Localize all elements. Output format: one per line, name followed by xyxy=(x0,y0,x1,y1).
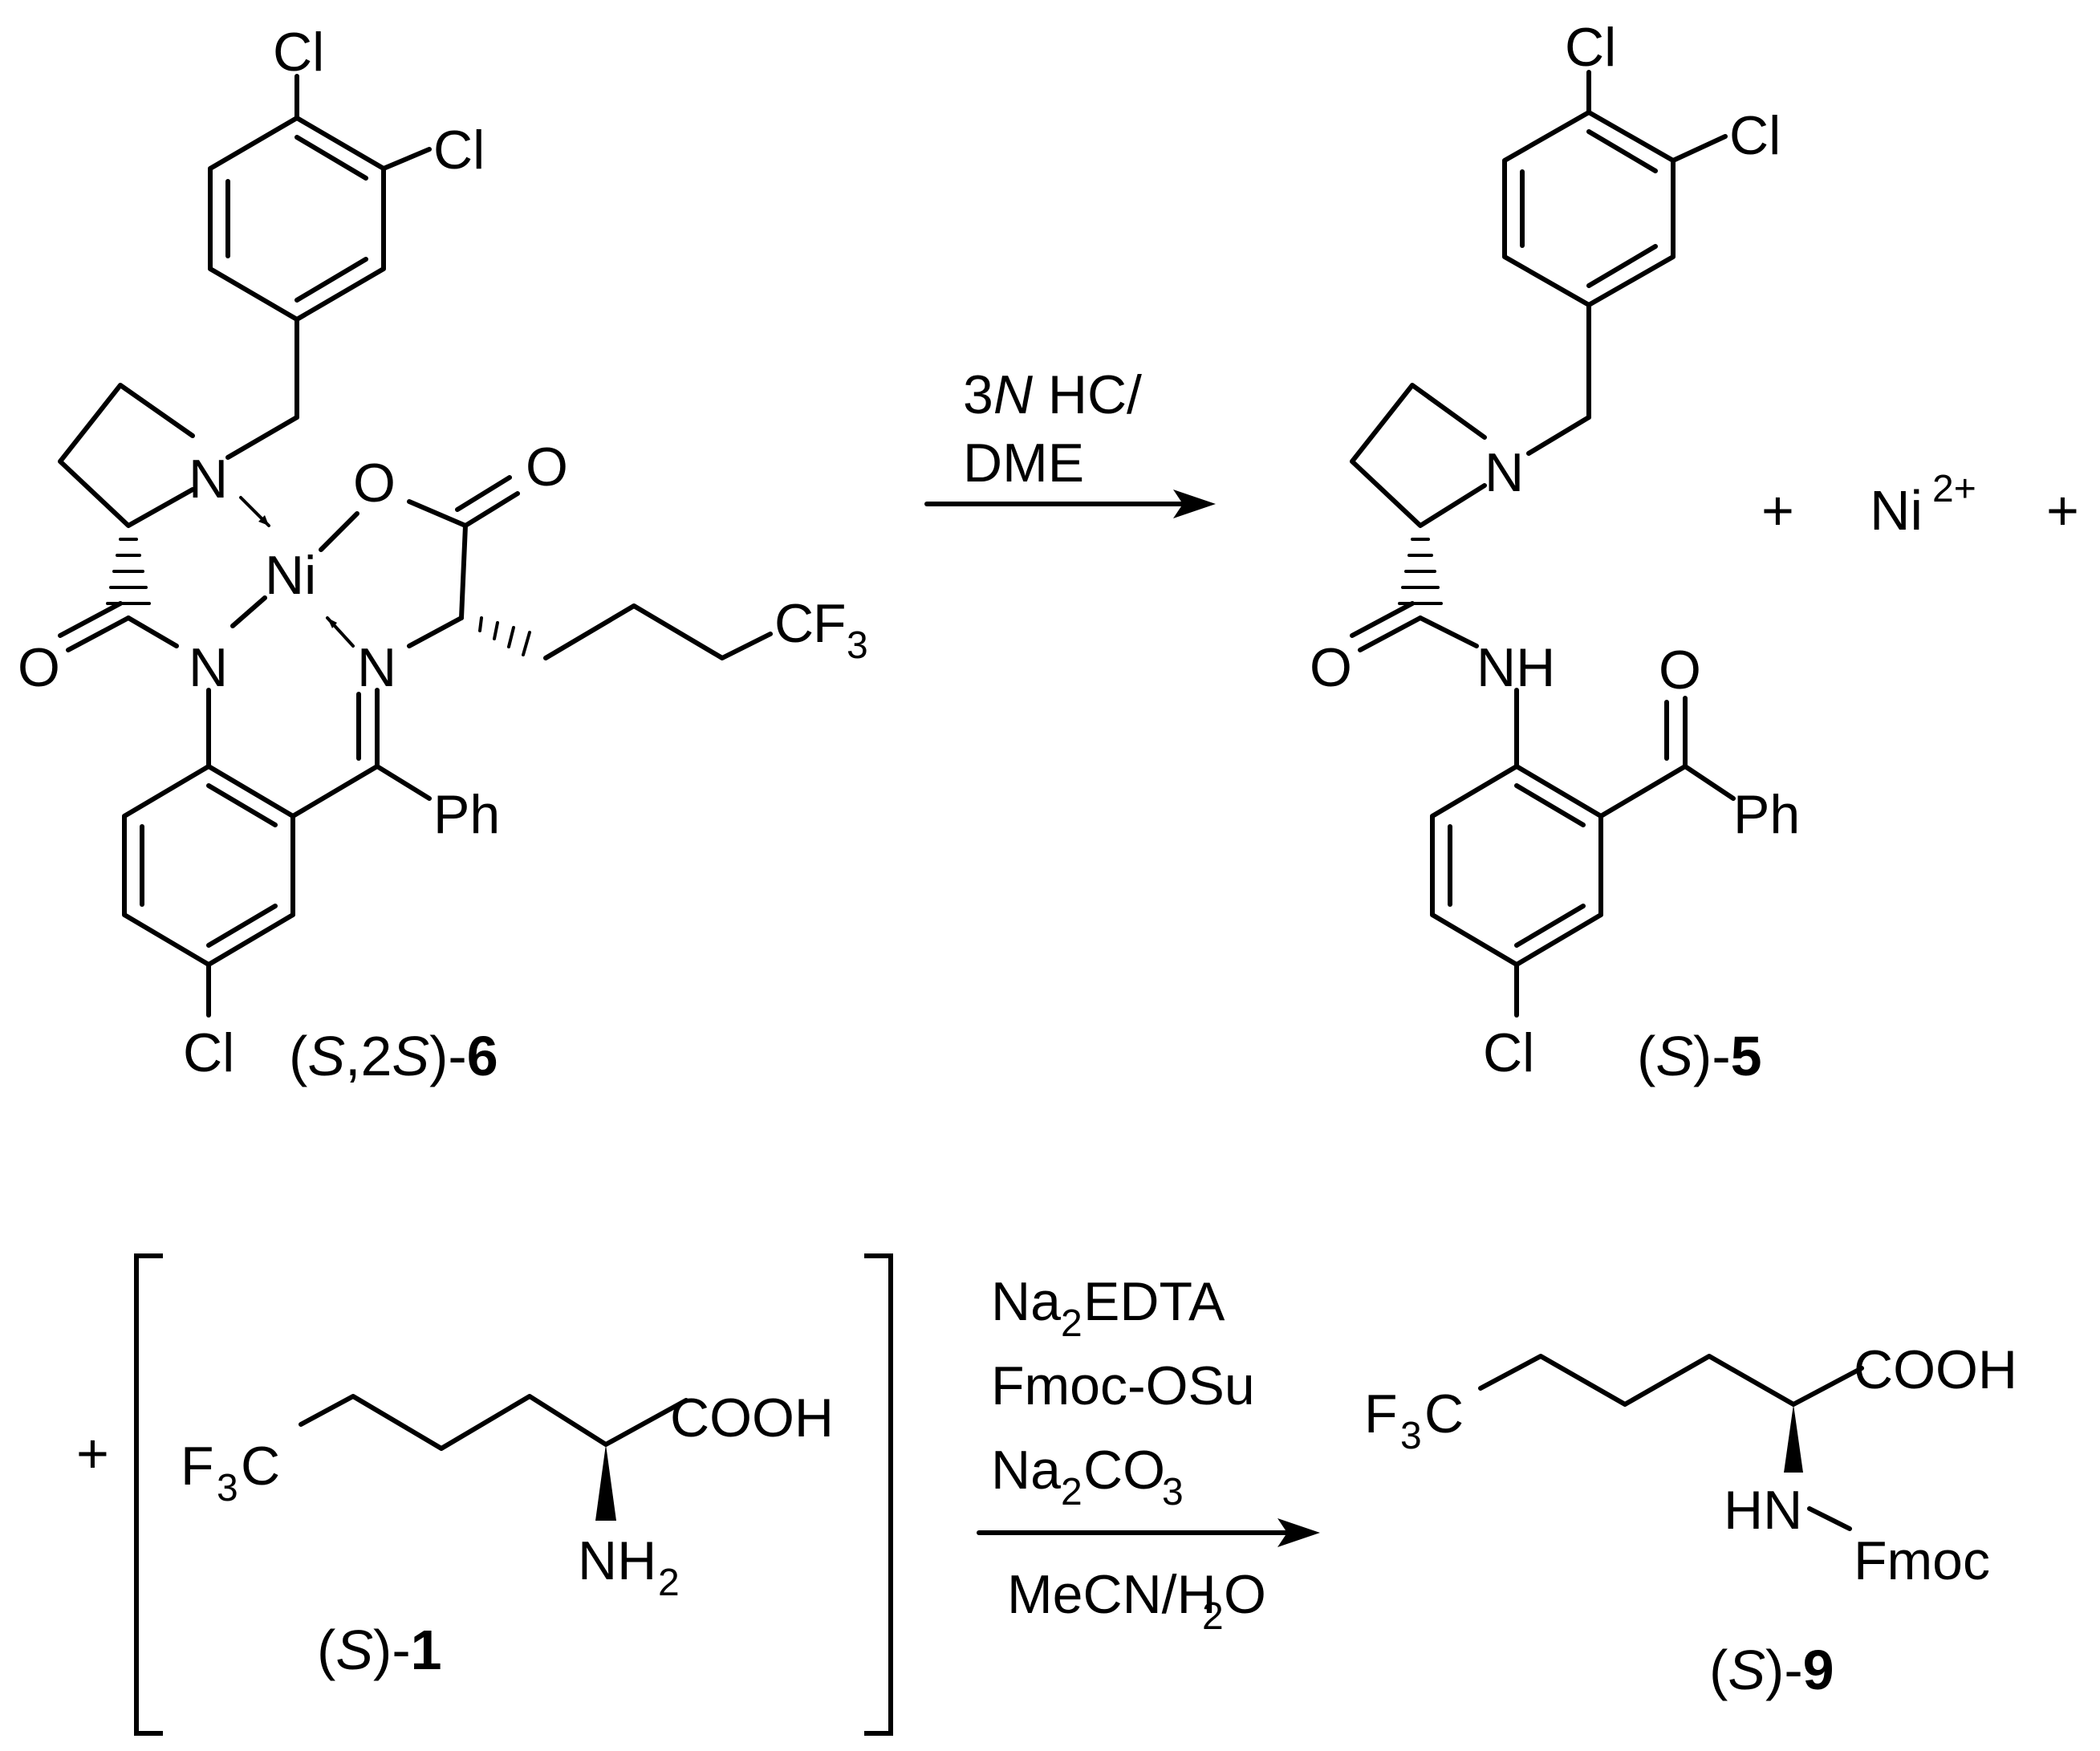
svg-text:2: 2 xyxy=(1061,1302,1082,1345)
svg-text:3: 3 xyxy=(1400,1415,1422,1457)
svg-text:2: 2 xyxy=(1061,1471,1082,1513)
svg-text:NH: NH xyxy=(578,1530,656,1591)
svg-text:2: 2 xyxy=(1202,1595,1224,1638)
atom-n: N xyxy=(1485,442,1524,503)
atom-o: O xyxy=(1310,637,1352,698)
svg-text:C: C xyxy=(241,1436,280,1497)
group-cf3: F 3 C xyxy=(181,1436,280,1509)
atom-cl: Cl xyxy=(1729,105,1781,166)
atom-ph: Ph xyxy=(1733,784,1800,845)
reagent-na2co3: Na 2 CO 3 xyxy=(991,1440,1184,1513)
atom-cl: Cl xyxy=(433,120,485,181)
hashed-wedge xyxy=(106,538,151,605)
svg-text:Na: Na xyxy=(991,1440,1061,1501)
svg-text:C: C xyxy=(774,593,814,654)
left-bracket xyxy=(134,1253,163,1736)
compound-label-9: (S)-9 xyxy=(1709,1639,1834,1701)
svg-text:2+: 2+ xyxy=(1932,468,1976,510)
atom-ni: Ni xyxy=(265,545,316,606)
atom-n: N xyxy=(189,637,228,698)
solvent-mecn-water: MeCN/H 2 O xyxy=(1007,1564,1266,1638)
compound-label-1: (S)-1 xyxy=(317,1619,442,1681)
group-fmoc: Fmoc xyxy=(1854,1530,1990,1591)
compound-1-structure: F 3 C COOH NH 2 xyxy=(181,1387,834,1604)
svg-text:F: F xyxy=(181,1436,214,1497)
svg-text:Na: Na xyxy=(991,1271,1061,1332)
plus-sign: + xyxy=(76,1422,109,1485)
atom-o: O xyxy=(526,437,568,498)
svg-text:F: F xyxy=(1364,1383,1398,1444)
svg-text:C: C xyxy=(1424,1383,1464,1444)
atom-cl: Cl xyxy=(1483,1022,1534,1083)
svg-text:Ni: Ni xyxy=(1870,479,1923,542)
svg-text:CO: CO xyxy=(1083,1440,1165,1501)
group-cooh: COOH xyxy=(1854,1339,2017,1400)
atom-ph: Ph xyxy=(433,784,500,845)
reagent-hcl: 3N HC/ xyxy=(963,364,1142,425)
compound-label-6: (S,2S)-6 xyxy=(289,1025,498,1087)
reagent-dme: DME xyxy=(963,433,1084,494)
nickel-ion: Ni 2+ xyxy=(1870,468,1976,542)
svg-text:3: 3 xyxy=(847,624,868,667)
reagent-fmoc-osu: Fmoc-OSu xyxy=(991,1355,1255,1416)
atom-cl: Cl xyxy=(183,1022,234,1083)
atom-cl: Cl xyxy=(1565,17,1616,78)
compound-5-structure: Cl Cl N O NH O Ph Cl xyxy=(1310,17,1800,1083)
compound-label-5: (S)-5 xyxy=(1637,1025,1762,1087)
atom-n: N xyxy=(189,449,228,510)
svg-text:MeCN/H: MeCN/H xyxy=(1007,1564,1217,1625)
svg-text:F: F xyxy=(813,593,847,654)
compound-9-structure: F 3 C COOH HN Fmoc xyxy=(1364,1339,2017,1591)
reaction-arrow-step1 xyxy=(924,490,1216,518)
svg-text:3: 3 xyxy=(1162,1471,1184,1513)
svg-text:2: 2 xyxy=(658,1562,680,1604)
plus-sign: + xyxy=(2046,479,2079,542)
right-bracket xyxy=(864,1253,893,1736)
svg-text:EDTA: EDTA xyxy=(1083,1271,1225,1332)
group-nh2: NH 2 xyxy=(578,1530,680,1604)
group-cooh: COOH xyxy=(670,1387,834,1448)
atom-o: O xyxy=(18,637,60,698)
group-cf3: C F 3 xyxy=(774,593,868,667)
atom-o: O xyxy=(353,453,396,514)
atom-o: O xyxy=(1659,640,1701,701)
hashed-wedge xyxy=(1398,538,1443,605)
atom-n: N xyxy=(357,637,396,698)
reaction-arrow-step2 xyxy=(977,1518,1320,1547)
atom-hn: HN xyxy=(1724,1480,1802,1541)
svg-text:O: O xyxy=(1224,1564,1266,1625)
atom-nh: NH xyxy=(1476,637,1555,698)
atom-cl: Cl xyxy=(273,22,324,83)
svg-text:3: 3 xyxy=(217,1467,238,1509)
plus-sign: + xyxy=(1761,479,1794,542)
hashed-wedge xyxy=(478,616,531,656)
compound-6-structure: Cl Cl N Ni O O O N N Ph Cl C F 3 xyxy=(18,22,868,1083)
group-cf3: F 3 C xyxy=(1364,1383,1464,1457)
reagent-na2edta: Na 2 EDTA xyxy=(991,1271,1225,1345)
